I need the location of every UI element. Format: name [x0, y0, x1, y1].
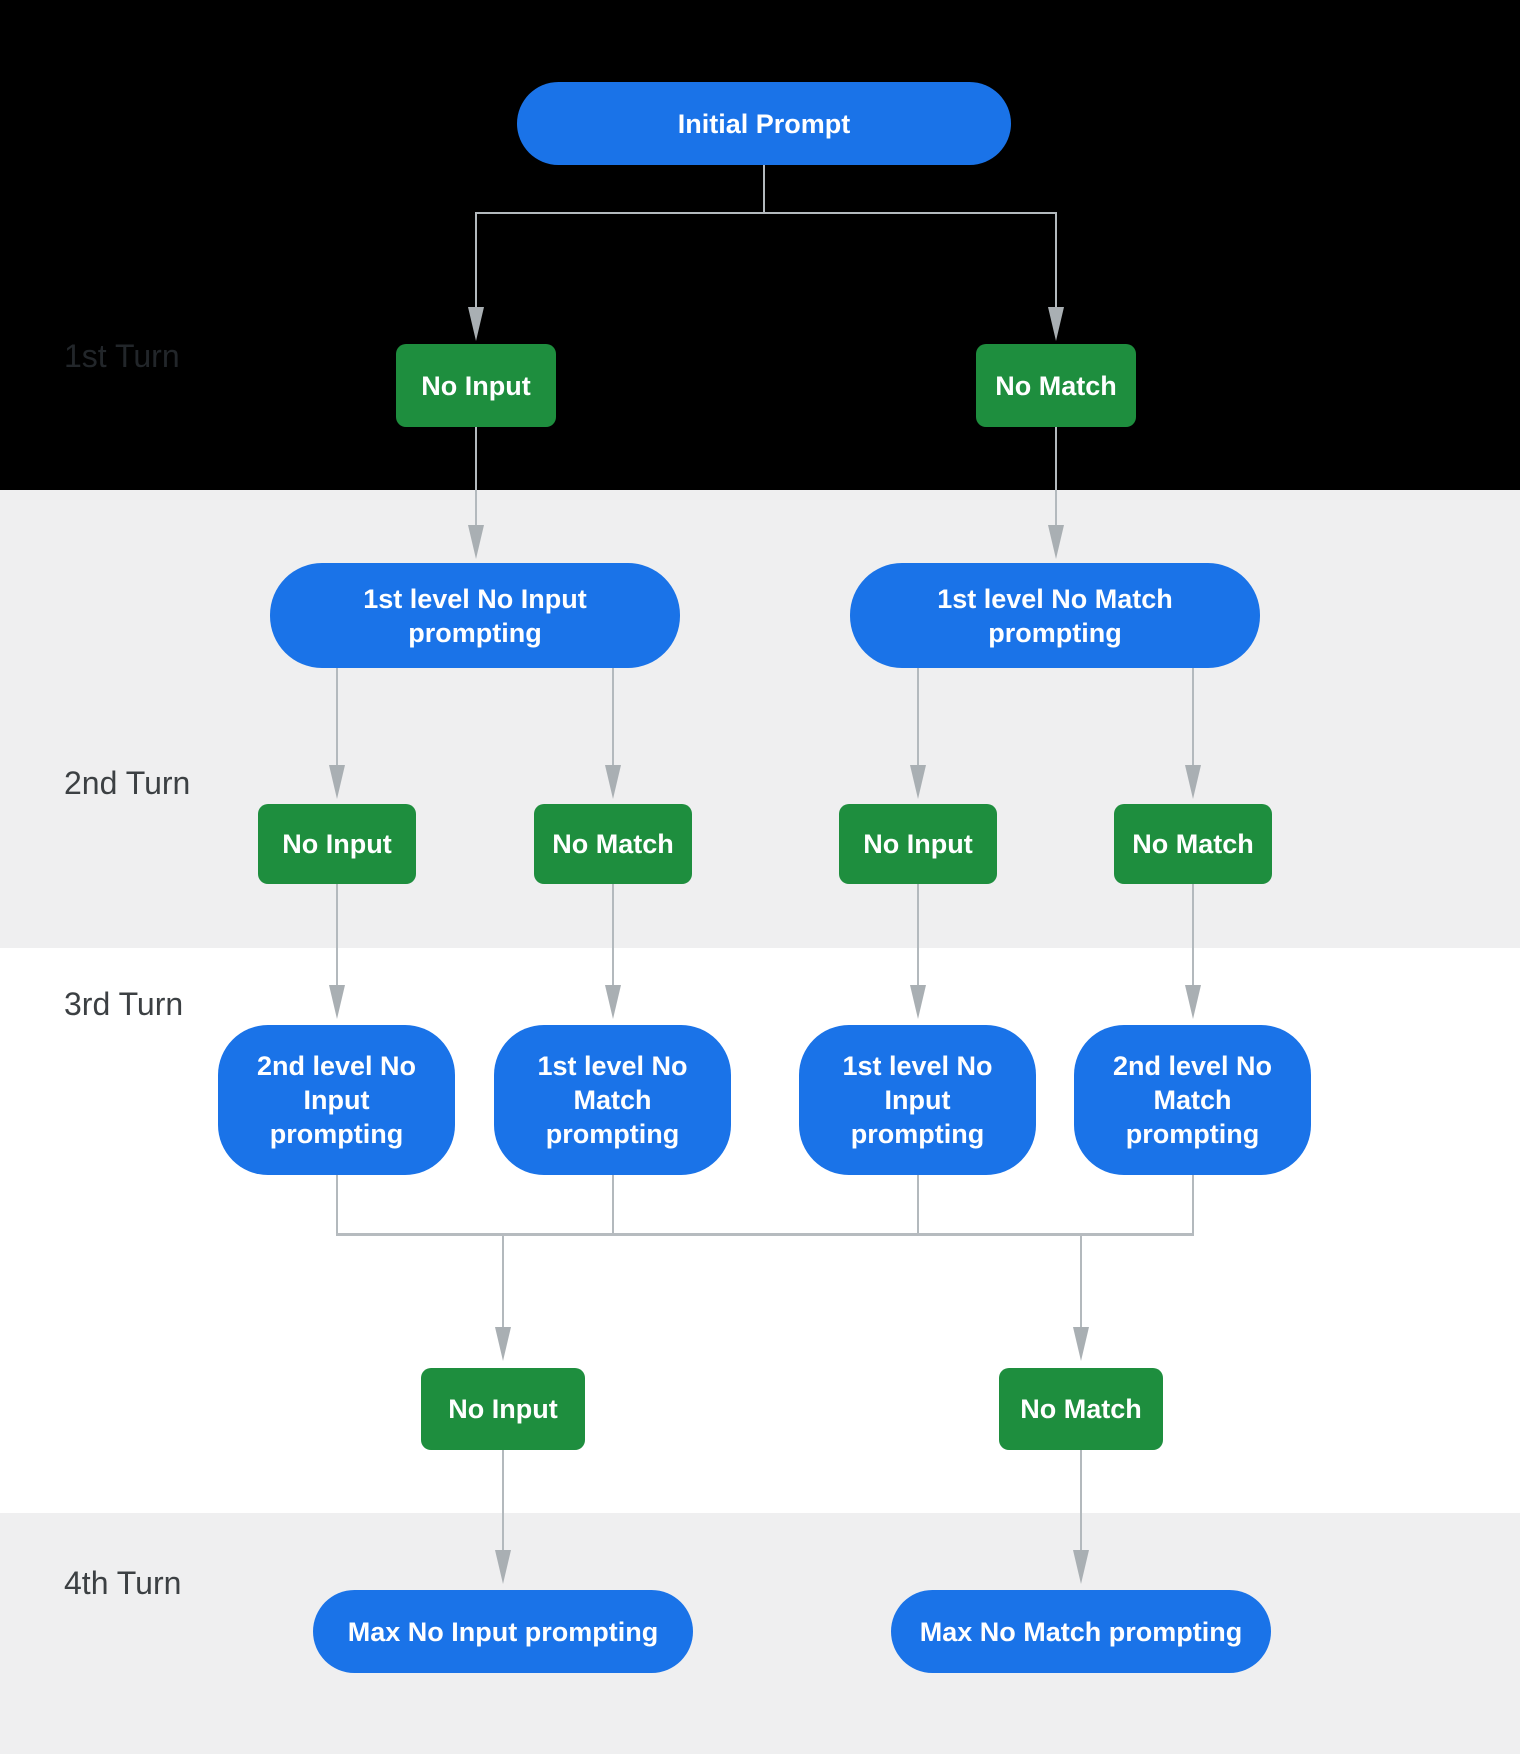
edge-turn2d-to-level2d — [1192, 884, 1194, 986]
node-turn1-no-match: No Match — [976, 344, 1136, 427]
edge-level2d-stub — [1192, 1175, 1194, 1233]
node-turn1-no-input: No Input — [396, 344, 556, 427]
arrowhead-to-turn3-no-input — [495, 1327, 511, 1361]
edge-initial-stem — [763, 165, 765, 213]
node-turn3-no-input: No Input — [421, 1368, 585, 1450]
arrowhead-to-level2c — [910, 985, 926, 1019]
edge-bus-to-turn3-no-match — [1080, 1236, 1082, 1328]
turn-label-4: 4th Turn — [64, 1565, 182, 1601]
node-initial-prompt-label: Initial Prompt — [677, 108, 851, 139]
edge-turn2a-to-level2a — [336, 884, 338, 986]
node-turn2-no-input-c: No Input — [839, 804, 997, 884]
band-turn3-white — [0, 948, 1520, 1513]
node-turn1-no-input-label: No Input — [421, 370, 531, 401]
edge-level1a-to-turn2b — [612, 668, 614, 766]
node-turn2-no-match-b-label: No Match — [552, 829, 674, 859]
band-turn4-gray — [0, 1513, 1520, 1754]
edge-turn3b-to-max-no-match — [1080, 1450, 1082, 1551]
node-max-no-input-prompting-label: Max No Input prompting — [347, 1616, 659, 1647]
node-level1-no-input-prompting: 1st level No Input prompting — [270, 563, 680, 668]
node-max-no-match-prompting-label: Max No Match prompting — [919, 1616, 1243, 1647]
node-turn2-no-input-a: No Input — [258, 804, 416, 884]
edge-merge-bus — [336, 1233, 1194, 1236]
arrowhead-to-level2a — [329, 985, 345, 1019]
arrowhead-to-turn2c — [910, 765, 926, 799]
node-level2-2nd-no-match-prompting-label: 2nd level No Match prompting — [1112, 1051, 1273, 1149]
arrowhead-to-level1a — [468, 525, 484, 559]
node-turn3-no-match-label: No Match — [1020, 1394, 1142, 1424]
node-level2-1st-no-match-prompting-label: 1st level No Match prompting — [537, 1051, 688, 1149]
node-level1-no-match-prompting: 1st level No Match prompting — [850, 563, 1260, 668]
edge-split-to-no-match — [1055, 212, 1057, 308]
edge-bus-to-turn3-no-input — [502, 1236, 504, 1328]
edge-turn2b-to-level2b — [612, 884, 614, 986]
node-max-no-input-prompting: Max No Input prompting — [313, 1590, 693, 1673]
node-max-no-match-prompting: Max No Match prompting — [891, 1590, 1271, 1673]
node-initial-prompt: Initial Prompt — [517, 82, 1011, 165]
band-turn2-gray — [0, 490, 1520, 948]
edge-level1b-to-turn2d — [1192, 668, 1194, 766]
edge-level2b-stub — [612, 1175, 614, 1233]
edge-turn1a-to-level1a — [475, 427, 477, 526]
node-turn3-no-input-label: No Input — [448, 1394, 558, 1424]
edge-turn2c-to-level2c — [917, 884, 919, 986]
turn-label-3: 3rd Turn — [64, 986, 184, 1022]
arrowhead-to-level1b — [1048, 525, 1064, 559]
node-level2-2nd-no-match-prompting: 2nd level No Match prompting — [1074, 1025, 1311, 1175]
node-level2-1st-no-input-prompting-label: 1st level No Input prompting — [842, 1051, 993, 1149]
node-level2-2nd-no-input-prompting-label: 2nd level No Input prompting — [256, 1051, 417, 1149]
node-level2-1st-no-match-prompting: 1st level No Match prompting — [494, 1025, 731, 1175]
edge-level1b-to-turn2c — [917, 668, 919, 766]
node-turn2-no-input-c-label: No Input — [863, 829, 973, 859]
node-turn1-no-match-label: No Match — [995, 370, 1117, 401]
node-level2-2nd-no-input-prompting: 2nd level No Input prompting — [218, 1025, 455, 1175]
arrowhead-to-turn2b — [605, 765, 621, 799]
arrowhead-to-turn1-no-match — [1048, 307, 1064, 341]
arrowhead-to-level2b — [605, 985, 621, 1019]
node-level1-no-match-prompting-label: 1st level No Match prompting — [937, 583, 1173, 648]
edge-turn1b-to-level1b — [1055, 427, 1057, 526]
turn-label-2: 2nd Turn — [64, 765, 191, 801]
edge-level1a-to-turn2a — [336, 668, 338, 766]
node-level1-no-input-prompting-label: 1st level No Input prompting — [363, 583, 587, 648]
edge-turn3a-to-max-no-input — [502, 1450, 504, 1551]
turn-label-1: 1st Turn — [64, 338, 180, 374]
arrowhead-to-max-no-input — [495, 1550, 511, 1584]
node-turn2-no-match-b: No Match — [534, 804, 692, 884]
node-turn2-no-input-a-label: No Input — [282, 829, 392, 859]
node-turn2-no-match-d-label: No Match — [1132, 829, 1254, 859]
edge-initial-split-bar — [475, 212, 1057, 214]
band-turn1-black — [0, 0, 1520, 490]
arrowhead-to-turn2a — [329, 765, 345, 799]
edge-level2c-stub — [917, 1175, 919, 1233]
arrowhead-to-turn1-no-input — [468, 307, 484, 341]
arrowhead-to-max-no-match — [1073, 1550, 1089, 1584]
edge-level2a-stub — [336, 1175, 338, 1233]
node-turn2-no-match-d: No Match — [1114, 804, 1272, 884]
edge-split-to-no-input — [475, 212, 477, 308]
arrowhead-to-turn2d — [1185, 765, 1201, 799]
arrowhead-to-level2d — [1185, 985, 1201, 1019]
node-level2-1st-no-input-prompting: 1st level No Input prompting — [799, 1025, 1036, 1175]
node-turn3-no-match: No Match — [999, 1368, 1163, 1450]
arrowhead-to-turn3-no-match — [1073, 1327, 1089, 1361]
